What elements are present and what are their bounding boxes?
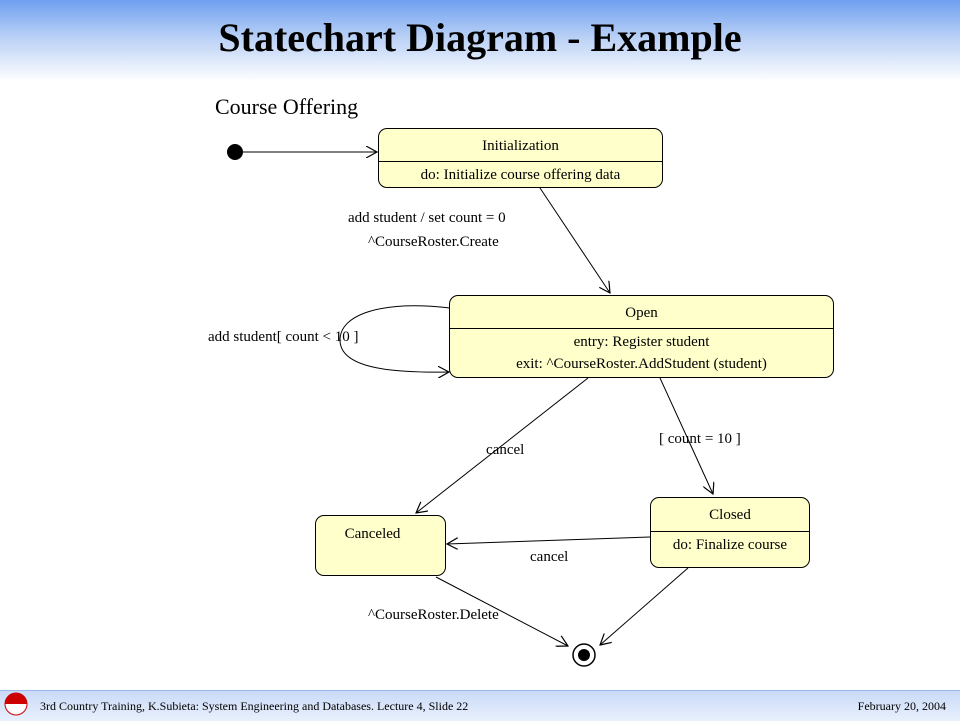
- label-open-self-loop: add student[ count < 10 ]: [208, 329, 359, 345]
- diagram-title: Course Offering: [215, 94, 359, 119]
- arrow-closed-to-canceled: [447, 536, 651, 544]
- state-open[interactable]: Open entry: Register student exit: ^Cour…: [449, 295, 834, 378]
- label-canceled-to-final: ^CourseRoster.Delete: [368, 607, 499, 623]
- arrow-open-to-closed: [659, 377, 713, 494]
- footer-date: February 20, 2004: [857, 699, 946, 713]
- label-open-to-closed: [ count = 10 ]: [659, 431, 741, 447]
- state-open-exit-activity: exit: ^CourseRoster.AddStudent (student): [516, 356, 767, 372]
- footer-course-info: 3rd Country Training, K.Subieta: System …: [40, 699, 469, 713]
- state-open-divider: [450, 328, 833, 329]
- header-band: [0, 0, 960, 82]
- state-open-name: Open: [625, 305, 658, 321]
- state-initialization-activity: do: Initialize course offering data: [420, 167, 621, 183]
- arrow-open-self-loop: [339, 305, 450, 372]
- arrow-canceled-to-final: [435, 576, 568, 646]
- state-initialization-name: Initialization: [482, 138, 559, 154]
- arrow-closed-to-final: [600, 567, 689, 645]
- state-initialization-divider: [379, 161, 662, 162]
- label-init-to-open-action: ^CourseRoster.Create: [368, 234, 499, 250]
- state-closed[interactable]: Closed do: Finalize course: [650, 497, 810, 568]
- state-closed-name: Closed: [709, 507, 751, 523]
- footer-band: [0, 690, 960, 721]
- label-init-to-open-event: add student / set count = 0: [348, 210, 506, 226]
- label-closed-to-canceled: cancel: [530, 549, 569, 565]
- university-logo-icon: [4, 692, 28, 716]
- state-closed-activity: do: Finalize course: [672, 537, 788, 553]
- arrow-initialization-to-open: [539, 187, 610, 293]
- initial-state-node: [227, 144, 243, 160]
- arrow-open-to-canceled: [416, 377, 589, 513]
- state-closed-divider: [651, 531, 809, 532]
- slide-title: Statechart Diagram - Example: [218, 15, 742, 60]
- label-open-to-canceled: cancel: [486, 442, 525, 458]
- state-canceled[interactable]: Canceled: [315, 515, 446, 576]
- state-canceled-name: Canceled: [344, 526, 401, 542]
- state-open-entry-activity: entry: Register student: [573, 334, 710, 350]
- state-initialization[interactable]: Initialization do: Initialize course off…: [378, 128, 663, 188]
